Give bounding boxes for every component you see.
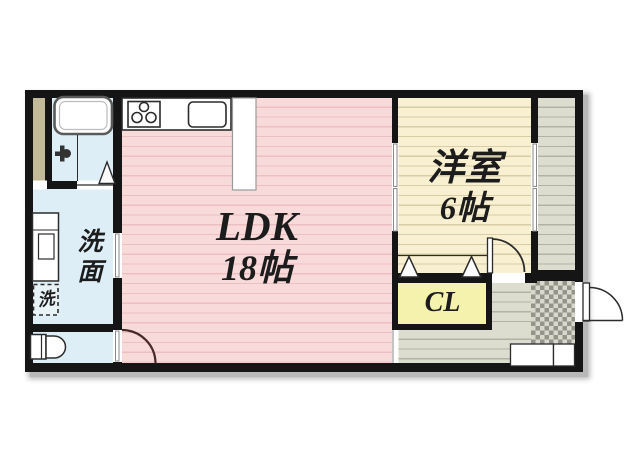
- shoe-cabinet-2: [552, 343, 576, 367]
- bathroom-door-swing-mark: [97, 159, 117, 185]
- opening-pipe-gap: [33, 180, 47, 190]
- pipe-space-floor: [33, 98, 45, 181]
- kitchen-column: [231, 97, 257, 191]
- kitchen-sink: [187, 101, 227, 128]
- wall-pipe-space: [45, 98, 52, 181]
- stove-burner-2: [145, 111, 157, 124]
- opening-entrance-door: [575, 282, 583, 322]
- wall-bath-washroom: [25, 181, 122, 189]
- washroom-door-leaf: [115, 233, 120, 278]
- toilet-door-leaf: [115, 330, 120, 362]
- wall-washroom-toilet: [25, 324, 113, 332]
- vanity-basin: [37, 233, 55, 260]
- stove-burner-3: [138, 101, 150, 113]
- opening-western-door: [492, 273, 525, 283]
- western-door-leaf: [486, 237, 494, 274]
- wall-bottom: [25, 363, 583, 372]
- ldk-room-size: 18帖: [220, 248, 293, 288]
- closet-folding-door-mark-2: [460, 254, 483, 278]
- entrance-tataki-floor: [531, 281, 575, 345]
- sliding-door-panel-2: [393, 188, 398, 232]
- opening-ldk-hallway: [392, 330, 399, 363]
- wall-right: [575, 90, 583, 372]
- wall-left: [25, 90, 33, 372]
- closet-name: CL: [424, 287, 461, 318]
- bathtub-inner-rim: [58, 100, 108, 131]
- closet-folding-door-mark-1: [398, 254, 420, 278]
- balcony-floor: [538, 98, 575, 270]
- washroom-name: 洗面: [74, 228, 101, 288]
- wall-balcony-bottom: [531, 270, 583, 281]
- sliding-door-panel-1: [393, 143, 398, 187]
- closet-cl-inner: [398, 283, 486, 324]
- entrance-door-leaf: [582, 282, 591, 322]
- toilet-tank: [29, 333, 47, 360]
- western-door-arc: [492, 238, 526, 273]
- shower-faucet-icon: [55, 145, 71, 162]
- western-room-name: 洋室: [427, 148, 502, 189]
- hallway-floor-vertical: [492, 283, 531, 330]
- laundry-mark: 洗: [36, 288, 56, 311]
- ldk-room-name: LDK: [216, 203, 298, 249]
- stove-burner-1: [131, 111, 143, 124]
- toilet-bowl: [45, 335, 67, 359]
- western-room-size: 6帖: [439, 191, 490, 227]
- wall-wet-column-right: [113, 98, 122, 363]
- room-ldk-floor: [122, 98, 392, 363]
- washing-machine-area: [32, 283, 59, 316]
- wall-top: [25, 90, 583, 98]
- window-sash-2: [532, 188, 537, 232]
- shoe-cabinet-1: [509, 343, 555, 367]
- window-sash-1: [532, 143, 537, 187]
- entrance-door-arc: [589, 286, 624, 321]
- bathtub: [53, 95, 114, 136]
- toilet-door-arc: [121, 328, 157, 364]
